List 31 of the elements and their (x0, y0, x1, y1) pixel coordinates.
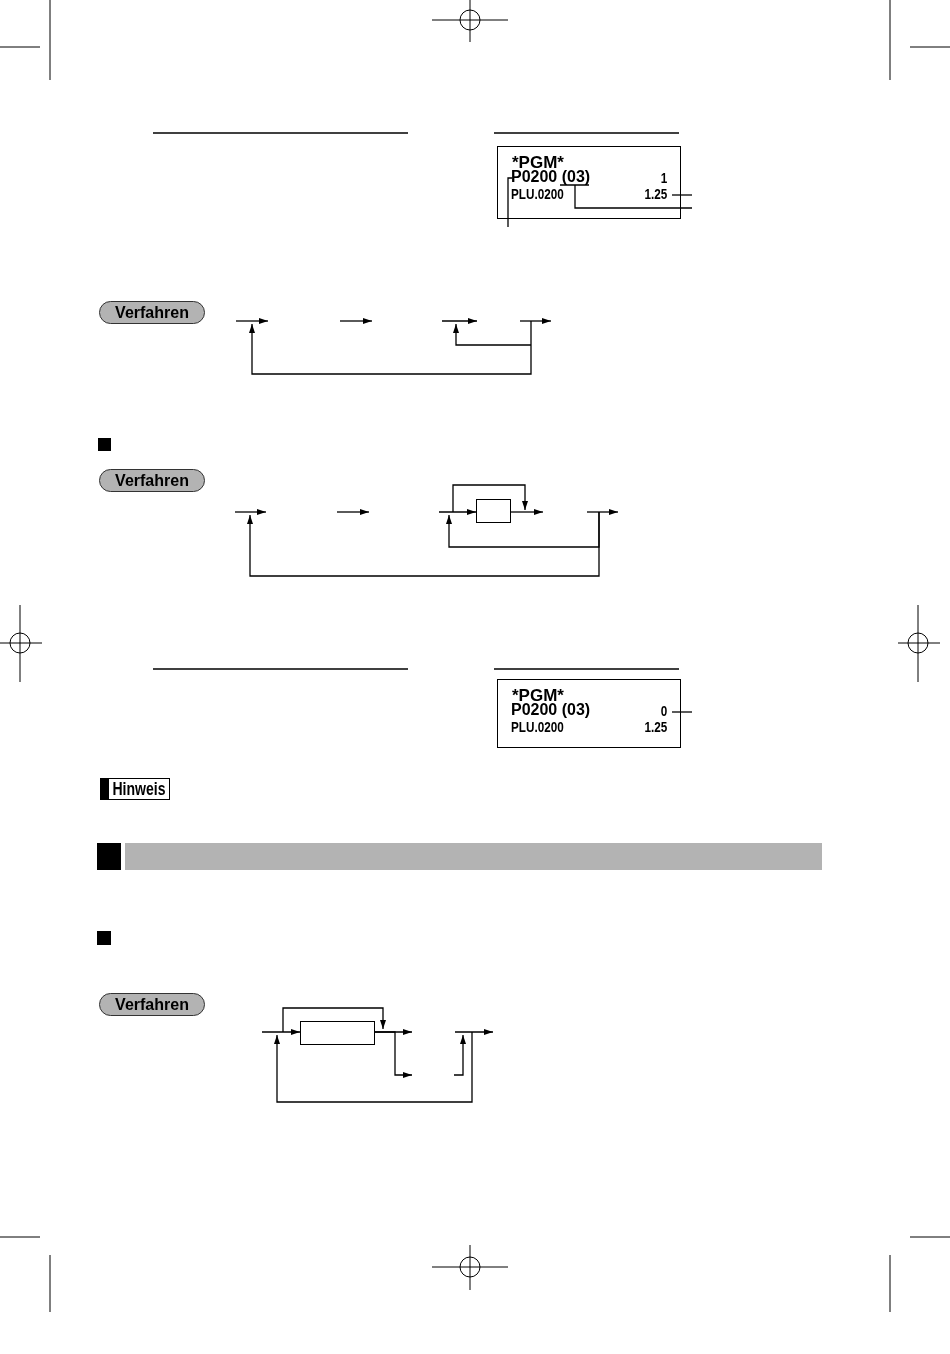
note-tag (100, 778, 170, 800)
arrow (510, 509, 544, 515)
receipt-text: *PGM* (512, 154, 564, 171)
procedure-label: Verfahren (115, 472, 189, 489)
receipt-text: P0200 (03) (511, 702, 591, 718)
leader-line (559, 184, 693, 209)
receipt-text: PLU.0200 (511, 719, 564, 734)
arrow (374, 1031, 413, 1078)
receipt-text: P0200 (03) (511, 169, 591, 185)
procedure-label: Verfahren (115, 304, 189, 321)
procedure-pill (99, 993, 205, 1016)
key-box (476, 499, 511, 523)
procedure-pill (99, 301, 205, 324)
arrow (261, 1029, 301, 1035)
key-box (300, 1021, 375, 1045)
arrow (438, 509, 477, 515)
leader-line (671, 194, 693, 196)
note-label: Hinweis (112, 780, 166, 798)
receipt-printout (497, 146, 681, 219)
leader-line (671, 711, 693, 713)
section-heading-bar (125, 843, 822, 870)
receipt-text: PLU.0200 (511, 186, 564, 201)
procedure-label: Verfahren (115, 996, 189, 1013)
receipt-text: 1.25 (644, 186, 667, 201)
receipt-text: 0 (660, 703, 667, 718)
leader-line (507, 177, 513, 228)
receipt-text: *PGM* (512, 687, 564, 704)
receipt-printout (497, 679, 681, 748)
receipt-text: 1.25 (644, 719, 667, 734)
procedure-pill (99, 469, 205, 492)
receipt-text: 1 (660, 170, 667, 185)
